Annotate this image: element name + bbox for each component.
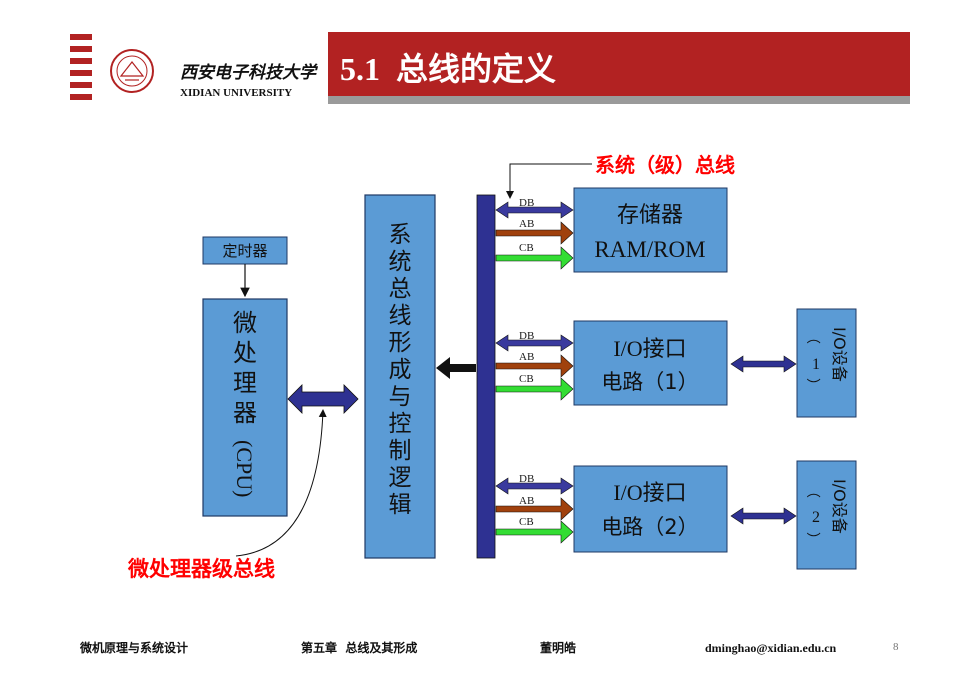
svg-text:与: 与 [389,384,412,410]
system-bus-bar [476,194,496,559]
io-device-2-name: I/O设备 [830,479,849,534]
svg-text:线: 线 [389,303,412,329]
cb-label: CB [519,516,534,528]
bus-group-io1: DB AB CB [495,330,574,401]
footer-author: 董明皓 [540,640,576,655]
timer-label: 定时器 [222,242,267,260]
page-number: 8 [893,641,899,653]
io-device-1-paren-close: ） [804,378,820,392]
db-label: DB [519,473,534,485]
university-seal-icon [110,49,154,93]
io1-device1-arrow [730,355,797,373]
io-device-1-name: I/O设备 [830,327,849,382]
io-device-1-index: 1 [812,356,820,373]
ab-arrow [495,354,574,378]
io-device-1-paren-open: （ [804,330,820,344]
io-interface-2-line2: 电路（2） [601,515,698,539]
ab-arrow [495,221,574,245]
svg-text:总: 总 [389,276,412,302]
cpu-label: 微 处 理 器 [233,309,257,427]
io-device-2-box [796,460,857,570]
cb-label: CB [519,242,534,254]
svg-text:辑: 辑 [389,492,412,518]
svg-text:逻: 逻 [389,465,412,491]
footer-chapter: 第五章 总线及其形成 [301,640,417,655]
cpu-bus-pointer [235,409,327,557]
io-interface-2-line1: I/O接口 [613,480,686,505]
footer: 微机原理与系统设计 第五章 总线及其形成 董明皓 dminghao@xidian… [79,640,899,655]
io-interface-1-line1: I/O接口 [613,336,686,361]
svg-text:器: 器 [233,399,257,427]
memory-box [573,187,728,273]
ab-label: AB [519,218,534,230]
db-arrow [495,201,574,219]
bus-to-controller-arrow [436,357,476,379]
io2-device2-arrow [730,507,797,525]
io-device-2-paren-open: （ [804,484,820,498]
svg-text:处: 处 [233,339,257,367]
memory-label: 存储器 [617,203,683,228]
svg-text:控: 控 [389,411,412,437]
timer-box [202,236,288,265]
bus-diagram: 系统（级）总线 定时器 微 处 理 器 (CPU) 微处理器级总线 系 统 总 … [127,153,857,581]
university-name-en: XIDIAN UNIVERSITY [180,87,292,99]
io-device-2-paren-close: ） [804,532,820,546]
svg-text:成: 成 [389,357,412,383]
bus-group-memory: DB AB CB [495,197,574,270]
svg-text:理: 理 [233,369,257,397]
footer-email: dminghao@xidian.edu.cn [705,641,837,655]
svg-text:形: 形 [389,330,412,356]
cpu-label-abbrev: (CPU) [232,440,257,497]
cpu-bus-label: 微处理器级总线 [127,557,275,581]
title-bar [328,32,910,96]
footer-course: 微机原理与系统设计 [79,640,188,655]
svg-text:微: 微 [233,309,257,337]
ab-label: AB [519,351,534,363]
header: 西安电子科技大学 XIDIAN UNIVERSITY 5.1 总线的定义 [70,32,910,104]
svg-text:统: 统 [389,249,412,275]
db-label: DB [519,330,534,342]
controller-box [364,194,436,559]
io-interface-1-box [573,320,728,406]
title-bar-shadow [328,96,910,104]
system-bus-label: 系统（级）总线 [595,153,735,177]
svg-text:制: 制 [389,438,412,464]
cb-label: CB [519,373,534,385]
cpu-box [202,298,288,517]
svg-text:系: 系 [389,222,412,248]
cb-arrow [495,520,574,544]
io-device-2-index: 2 [812,509,820,526]
io-device-1-box [796,308,857,418]
cpu-controller-arrow [287,384,359,414]
memory-type: RAM/ROM [594,237,705,262]
menu-stripes-icon [70,34,92,100]
page-title: 5.1 总线的定义 [340,51,556,87]
bus-group-io2: DB AB CB [495,473,574,544]
db-arrow [495,477,574,495]
system-bus-pointer [506,163,592,199]
cb-arrow [495,377,574,401]
ab-arrow [495,497,574,521]
ab-label: AB [519,495,534,507]
io-interface-1-line2: 电路（1） [601,370,698,394]
controller-label: 系 统 总 线 形 成 与 控 制 逻 辑 [389,222,412,518]
db-arrow [495,334,574,352]
cb-arrow [495,246,574,270]
db-label: DB [519,197,534,209]
io-interface-2-box [573,465,728,553]
university-name-cn: 西安电子科技大学 [180,63,319,82]
